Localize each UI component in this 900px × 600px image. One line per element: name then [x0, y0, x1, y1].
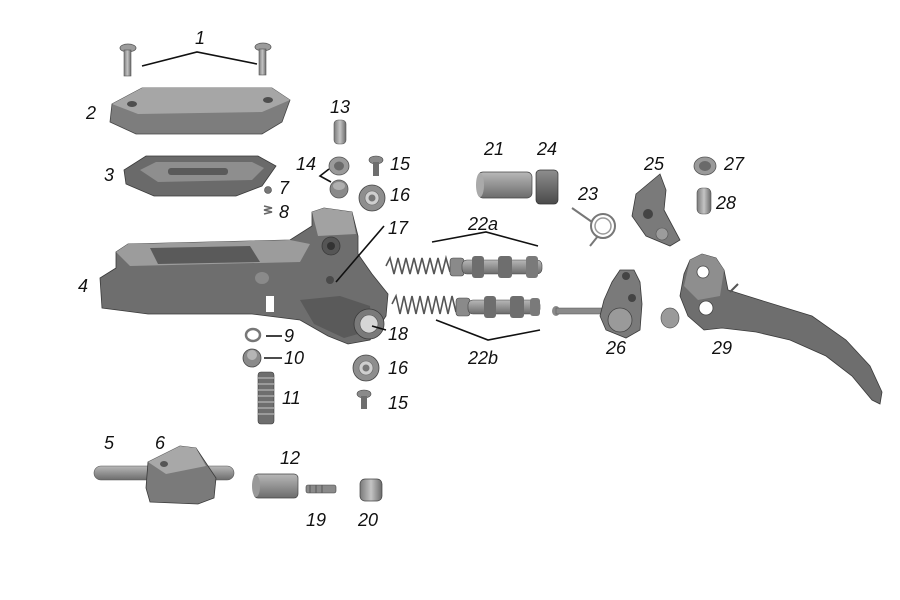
- part-8-small-spring: [263, 205, 273, 215]
- label-26: 26: [605, 338, 627, 358]
- label-1: 1: [195, 28, 205, 48]
- label-15-bottom: 15: [388, 393, 409, 413]
- label-2: 2: [85, 103, 96, 123]
- part-15-bolt-top: [368, 155, 384, 176]
- part-22b-piston-assembly: [391, 293, 541, 318]
- label-11: 11: [282, 388, 301, 408]
- label-22b: 22b: [467, 348, 498, 368]
- part-1-screws: [119, 42, 272, 77]
- label-28: 28: [715, 193, 736, 213]
- part-24-cap: [535, 169, 559, 205]
- part-10-cap: [242, 348, 262, 368]
- part-13-pin: [333, 119, 347, 145]
- part-3-diaphragm: [123, 155, 277, 197]
- label-24: 24: [536, 139, 557, 159]
- part-28-pin: [696, 187, 712, 215]
- part-16-washer-top: [358, 184, 386, 212]
- part-18-ring: [353, 308, 385, 340]
- label-10: 10: [284, 348, 304, 368]
- part-4-lever-body: [99, 207, 389, 345]
- label-14: 14: [296, 154, 316, 174]
- label-18: 18: [388, 324, 408, 344]
- label-22a: 22a: [467, 214, 498, 234]
- label-15-top: 15: [390, 154, 411, 174]
- label-25: 25: [643, 154, 665, 174]
- screw-right: [254, 42, 272, 76]
- label-21: 21: [483, 139, 504, 159]
- part-6-clamp: [145, 445, 217, 505]
- leader-lines: [141, 51, 541, 359]
- label-16-bottom: 16: [388, 358, 409, 378]
- part-12-sleeve: [252, 473, 299, 499]
- part-16-washer-bottom: [352, 354, 380, 382]
- part-23-torsion-spring: [571, 207, 616, 247]
- part-15-bolt-bottom: [356, 389, 372, 409]
- label-8: 8: [279, 202, 289, 222]
- label-27: 27: [723, 154, 745, 174]
- label-9: 9: [284, 326, 294, 346]
- part-29-lever-blade: [660, 253, 883, 405]
- label-20: 20: [357, 510, 378, 530]
- part-21-cylinder: [476, 171, 533, 199]
- part-14-bushings: [328, 156, 350, 199]
- part-9-oring: [244, 327, 262, 343]
- screw-left: [119, 43, 137, 77]
- label-19: 19: [306, 510, 326, 530]
- label-3: 3: [104, 165, 114, 185]
- part-11-knurled-screw: [257, 371, 275, 425]
- part-27-bushing: [693, 156, 717, 176]
- part-26-pushrod-adjuster: [552, 269, 643, 339]
- label-4: 4: [78, 276, 88, 296]
- label-7: 7: [279, 178, 290, 198]
- label-23: 23: [577, 184, 598, 204]
- label-16-top: 16: [390, 185, 411, 205]
- label-17: 17: [388, 218, 409, 238]
- part-22a-piston-assembly: [385, 254, 543, 278]
- label-13: 13: [330, 97, 350, 117]
- label-29: 29: [711, 338, 732, 358]
- part-25-cam: [631, 173, 681, 247]
- part-20-nut: [359, 478, 383, 502]
- part-7-ball: [264, 186, 272, 194]
- part-2-reservoir-cover: [109, 87, 291, 135]
- label-5: 5: [104, 433, 115, 453]
- label-12: 12: [280, 448, 300, 468]
- part-labels: 1 2 3 4 5 6 7 8 9 10 11 12 13 14 15 16 1…: [78, 28, 745, 530]
- part-19-bleed-screw: [305, 484, 337, 494]
- label-6: 6: [155, 433, 166, 453]
